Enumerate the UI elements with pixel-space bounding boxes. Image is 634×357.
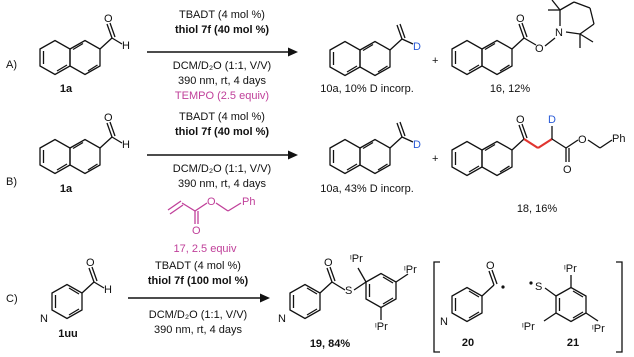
- panel-a-product1-label: 10a, 10% D incorp.: [320, 83, 414, 95]
- panel-c-product-ipr-2: ᶦPr: [404, 264, 417, 276]
- radical-21-label: 21: [567, 337, 579, 349]
- radical-20-n-atom: N: [440, 316, 448, 328]
- panel-a-product2-n-atom: N: [555, 27, 563, 39]
- panel-b-additive-structure: [167, 200, 242, 224]
- panel-b-product2-label: 18, 16%: [517, 203, 558, 215]
- panel-c: C) O H N 1uu TBADT (4 mol %) thiol 7f (1…: [6, 253, 623, 353]
- panel-c-cond-2: thiol 7f (100 mol %): [148, 275, 249, 287]
- panel-b-product2-ester-o: O: [578, 134, 587, 146]
- panel-b-cond-1: TBADT (4 mol %): [179, 111, 265, 123]
- radical-21-ipr-2: ᶦPr: [522, 321, 535, 333]
- radical-21-ipr-1: ᶦPr: [564, 263, 577, 275]
- panel-b-reactant-label: 1a: [60, 183, 73, 195]
- panel-c-h-atom: H: [104, 284, 112, 296]
- panel-c-arrowhead: [260, 293, 270, 303]
- panel-c-reactant-structure: [51, 266, 105, 320]
- panel-c-cond-3: DCM/D₂O (1:1, V/V): [149, 309, 247, 321]
- panel-b-product2-ph: Ph: [612, 133, 625, 145]
- panel-b-product2-structure: [451, 123, 613, 177]
- panel-a-reactant-structure: O H: [39, 13, 130, 76]
- panel-c-product-structure: [289, 266, 409, 320]
- panel-b-cond-4: 390 nm, rt, 4 days: [178, 178, 267, 190]
- panel-a-product2-structure: [451, 0, 595, 76]
- panel-c-product-n-atom: N: [278, 313, 286, 325]
- bracket-left: [433, 261, 440, 353]
- panel-a-h-atom: H: [122, 40, 130, 52]
- bracket-right: [616, 261, 623, 353]
- radical-20-label: 20: [462, 337, 474, 349]
- panel-a-cond-1: TBADT (4 mol %): [179, 9, 265, 21]
- panel-b-reactant-structure: [39, 121, 123, 175]
- panel-c-product-ipr-3: ᶦPr: [375, 321, 388, 333]
- panel-b-product2-carbonyl-o: O: [563, 164, 572, 176]
- panel-b-product1-label: 10a, 43% D incorp.: [320, 183, 414, 195]
- panel-b-cond-3: DCM/D₂O (1:1, V/V): [173, 163, 271, 175]
- radical-21-ipr-3: ᶦPr: [592, 323, 605, 335]
- panel-b-product2-deuterium: D: [548, 114, 556, 126]
- panel-c-label: C): [6, 293, 18, 305]
- panel-c-cond-1: TBADT (4 mol %): [155, 260, 241, 272]
- panel-a-cond-3: DCM/D₂O (1:1, V/V): [173, 60, 271, 72]
- panel-a-reactant-label: 1a: [60, 83, 73, 95]
- panel-b-additive-o-atom: O: [207, 196, 216, 208]
- panel-a: A) O H 1a TBADT (4 mol %) thiol 7f (40 m…: [6, 0, 595, 102]
- panel-b-additive-ph: Ph: [242, 196, 255, 208]
- panel-a-o-atom: O: [104, 13, 113, 25]
- panel-c-product-label: 19, 84%: [310, 338, 351, 350]
- radical-20-o-atom: O: [486, 260, 495, 272]
- radical-21-structure: [529, 275, 599, 323]
- panel-a-product1-structure: [329, 23, 414, 77]
- panel-c-product-ipr-1: ᶦPr: [350, 253, 363, 265]
- panel-b-plus: +: [432, 153, 438, 165]
- panel-a-arrowhead: [288, 47, 298, 57]
- panel-b-product1-deuterium: D: [413, 139, 421, 151]
- panel-a-product2-carbonyl-o: O: [516, 13, 525, 25]
- panel-a-cond-4: 390 nm, rt, 4 days: [178, 75, 267, 87]
- panel-b-label: B): [6, 176, 17, 188]
- panel-c-o-atom: O: [86, 257, 95, 269]
- panel-c-product-s-atom: S: [345, 285, 352, 297]
- panel-b: B) O H 1a TBADT (4 mol %) thiol 7f (40 m…: [6, 111, 625, 255]
- panel-b-cond-2: thiol 7f (40 mol %): [175, 126, 269, 138]
- panel-c-cond-4: 390 nm, rt, 4 days: [154, 324, 243, 336]
- panel-a-product2-o-atom: O: [535, 43, 544, 55]
- panel-a-label: A): [6, 59, 17, 71]
- panel-b-o-atom: O: [104, 112, 113, 124]
- panel-b-h-atom: H: [122, 139, 130, 151]
- panel-b-arrowhead: [288, 150, 298, 160]
- radical-20-structure: [451, 269, 505, 323]
- panel-b-additive-label: 17, 2.5 equiv: [174, 243, 237, 255]
- panel-a-cond-2: thiol 7f (40 mol %): [175, 24, 269, 36]
- panel-a-plus: +: [432, 55, 438, 67]
- panel-b-additive-carbonyl-o: O: [192, 225, 201, 237]
- panel-a-product2-label: 16, 12%: [490, 83, 531, 95]
- panel-b-product2-ketone-o: O: [516, 114, 525, 126]
- radical-21-s-atom: S: [535, 281, 542, 293]
- panel-a-cond-5: TEMPO (2.5 equiv): [175, 90, 269, 102]
- panel-c-n-atom: N: [40, 313, 48, 325]
- panel-b-product1-structure: [329, 121, 414, 175]
- panel-c-product-o-atom: O: [324, 257, 333, 269]
- panel-a-product1-deuterium: D: [413, 41, 421, 53]
- panel-c-reactant-label: 1uu: [58, 328, 78, 340]
